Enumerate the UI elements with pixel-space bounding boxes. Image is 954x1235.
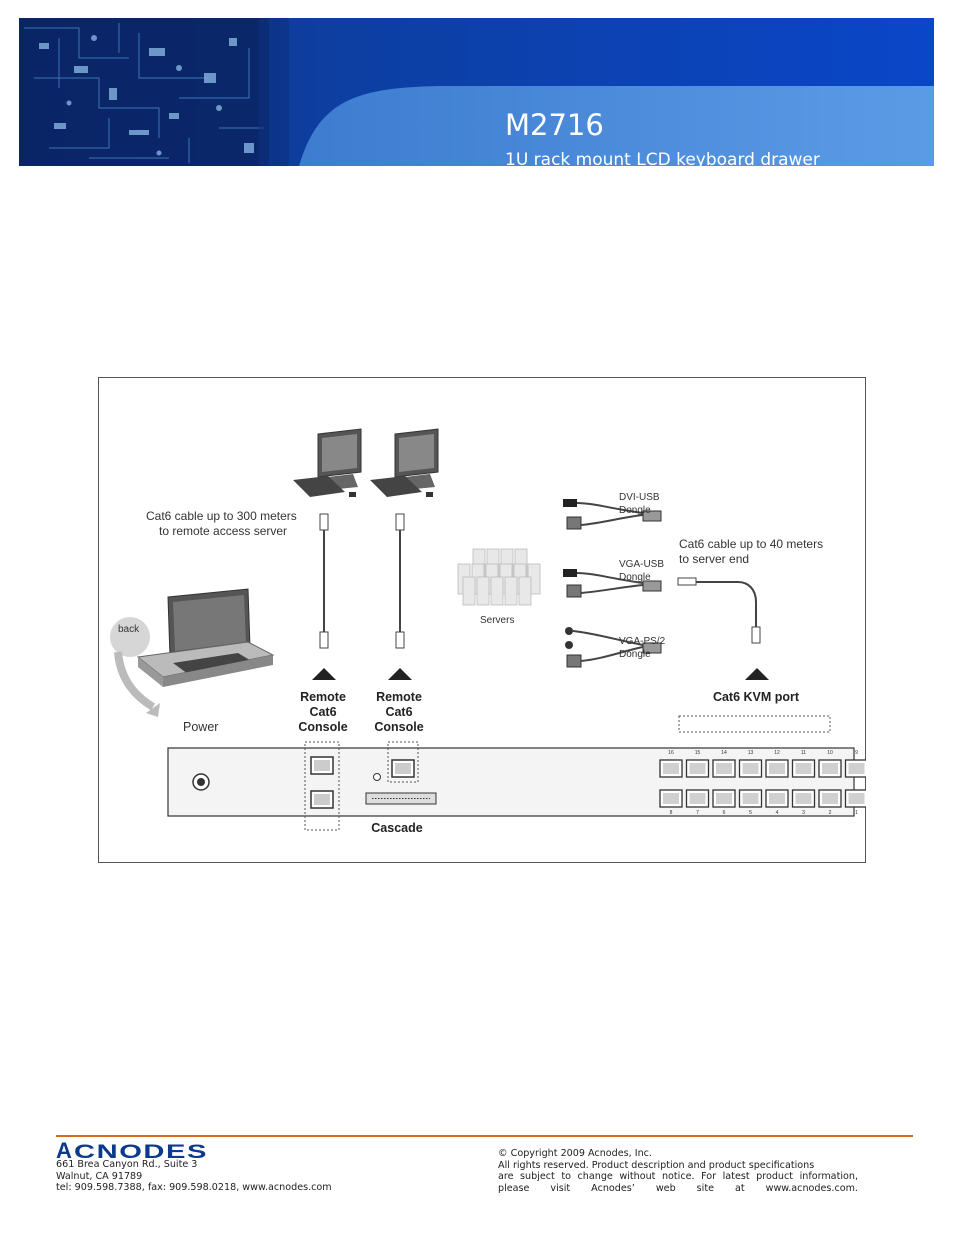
page-subtitle: 1U rack mount LCD keyboard drawer — [505, 150, 820, 166]
footer-divider — [56, 1135, 913, 1137]
kvm-port-number: 15 — [695, 750, 701, 756]
cat6-cable-icon — [395, 513, 405, 649]
vga-ps2-label-line2: Dongle — [619, 649, 651, 660]
vga-usb-label-line2: Dongle — [619, 572, 651, 583]
kvm-port-socket — [742, 763, 759, 774]
back-indicator — [110, 617, 150, 657]
acnodes-logo-mark: A CNODES — [56, 1138, 208, 1163]
diagram-graphics: 16 8 15 7 14 6 13 5 12 4 11 3 10 2 9 1 — [98, 377, 866, 863]
kvm-port-number: 11 — [801, 750, 806, 756]
copyright-line4: please visit Acnodes’ web site at www.ac… — [498, 1182, 858, 1194]
kvm-port-socket — [742, 793, 759, 804]
cat6-server-label-line1: Cat6 cable up to 40 meters — [679, 537, 824, 551]
cat6-server-label-line2: to server end — [679, 552, 750, 566]
address-line1: 661 Brea Canyon Rd., Suite 3 — [56, 1159, 198, 1170]
kvm-port-socket — [822, 793, 838, 804]
copyright-line1: © Copyright 2009 Acnodes, Inc. — [498, 1148, 652, 1159]
cat6-kvm-port-label: Cat6 KVM port — [712, 690, 800, 704]
kvm-port-number: 14 — [721, 750, 727, 756]
curved-arrow-icon — [114, 651, 156, 711]
remote-computer-icon — [370, 428, 439, 497]
vga-usb-label-line1: VGA-USB — [619, 559, 665, 570]
vga-usb-label: VGA-USB Dongle — [619, 558, 664, 584]
cat6-remote-label-line1: Cat6 cable up to 300 meters — [146, 509, 297, 523]
kvm-port-socket — [769, 793, 785, 804]
contact-line: tel: 909.598.7388, fax: 909.598.0218, ww… — [56, 1182, 332, 1193]
circuit-board-image — [19, 18, 289, 166]
cat6-server-label: Cat6 cable up to 40 meters to server end — [679, 537, 823, 567]
vga-ps2-label: VGA-PS/2 Dongle — [619, 635, 665, 661]
dvi-usb-label: DVI-USB Dongle — [619, 491, 660, 517]
kvm-port-socket — [689, 793, 706, 804]
kvm-port-socket — [848, 793, 865, 804]
remote-console-1-line3: Console — [298, 720, 348, 734]
cascade-label: Cascade — [371, 821, 423, 835]
kvm-port-socket — [795, 763, 812, 774]
servers-label: Servers — [480, 615, 515, 626]
kvm-port-socket — [663, 793, 679, 804]
kvm-port-socket — [822, 763, 838, 774]
lcd-keyboard-drawer-icon — [136, 588, 275, 687]
dvi-usb-label-line1: DVI-USB — [619, 492, 660, 503]
cat6-server-cable-icon — [677, 577, 761, 644]
page-title: M2716 — [505, 108, 604, 142]
kvm-port-number: 10 — [827, 750, 833, 756]
kvm-port-number: 5 — [749, 810, 752, 816]
kvm-port-number: 2 — [829, 810, 832, 816]
arrow-up-icon — [388, 668, 412, 680]
kvm-port-number: 9 — [855, 750, 858, 756]
arrow-up-icon — [745, 668, 769, 680]
address-line2: Walnut, CA 91789 — [56, 1170, 143, 1182]
svg-text:CNODES: CNODES — [74, 1142, 208, 1160]
remote-console-1-line2: Cat6 — [309, 705, 337, 719]
kvm-port-socket — [663, 763, 679, 774]
kvm-port-socket — [795, 793, 812, 804]
back-label: back — [118, 624, 140, 635]
power-label: Power — [183, 720, 219, 734]
cat6-remote-label: Cat6 cable up to 300 meters to remote ac… — [146, 509, 297, 539]
kvm-port-socket — [716, 763, 732, 774]
remote-console-label-1: Remote Cat6 Console — [290, 690, 356, 735]
remote-console-2-line3: Console — [374, 720, 424, 734]
cat6-cable-icon — [319, 513, 329, 649]
kvm-port-socket — [689, 763, 706, 774]
kvm-port-number: 6 — [723, 810, 726, 816]
kvm-port-socket — [848, 763, 865, 774]
vga-usb-dongle-icon — [563, 569, 662, 598]
remote-console-2-line2: Cat6 — [385, 705, 413, 719]
kvm-port-number: 12 — [774, 750, 780, 756]
kvm-port-socket — [769, 763, 785, 774]
copyright-notice: © Copyright 2009 Acnodes, Inc. All right… — [498, 1148, 858, 1194]
company-address: 661 Brea Canyon Rd., Suite 3 Walnut, CA … — [56, 1159, 332, 1194]
kvm-port-number: 16 — [668, 750, 674, 756]
remote-console-2-line1: Remote — [376, 690, 422, 704]
remote-computer-icon — [293, 428, 362, 497]
kvm-port-number: 4 — [776, 810, 779, 816]
copyright-line2: All rights reserved. Product description… — [498, 1159, 815, 1171]
vga-ps2-dongle-icon — [565, 627, 662, 668]
remote-console-label-2: Remote Cat6 Console — [366, 690, 432, 735]
kvm-port-socket — [716, 793, 732, 804]
svg-text:A: A — [56, 1138, 73, 1160]
arrow-up-icon — [312, 668, 336, 680]
acnodes-logo: A CNODES — [56, 1138, 212, 1167]
kvm-port-array: 16 8 15 7 14 6 13 5 12 4 11 3 10 2 9 1 — [659, 750, 866, 816]
dvi-usb-dongle-icon — [563, 499, 662, 530]
header-banner: M2716 1U rack mount LCD keyboard drawer — [19, 18, 934, 166]
cascade-port-icon — [365, 792, 437, 805]
banner-background — [19, 18, 934, 166]
kvm-port-number: 13 — [748, 750, 754, 756]
kvm-port-number: 1 — [855, 810, 858, 816]
remote-console-1-line1: Remote — [300, 690, 346, 704]
connection-diagram: 16 8 15 7 14 6 13 5 12 4 11 3 10 2 9 1 Cat6 cable up to… — [98, 377, 866, 863]
copyright-line3: are subject to change without notice. Fo… — [498, 1171, 858, 1182]
kvm-port-number: 8 — [670, 810, 673, 816]
vga-ps2-label-line1: VGA-PS/2 — [619, 636, 666, 647]
dvi-usb-label-line2: Dongle — [619, 505, 651, 516]
servers-icon — [457, 548, 541, 606]
kvm-port-number: 7 — [696, 810, 699, 816]
cat6-remote-label-line2: to remote access server — [159, 524, 288, 538]
kvm-port-number: 3 — [802, 810, 805, 816]
